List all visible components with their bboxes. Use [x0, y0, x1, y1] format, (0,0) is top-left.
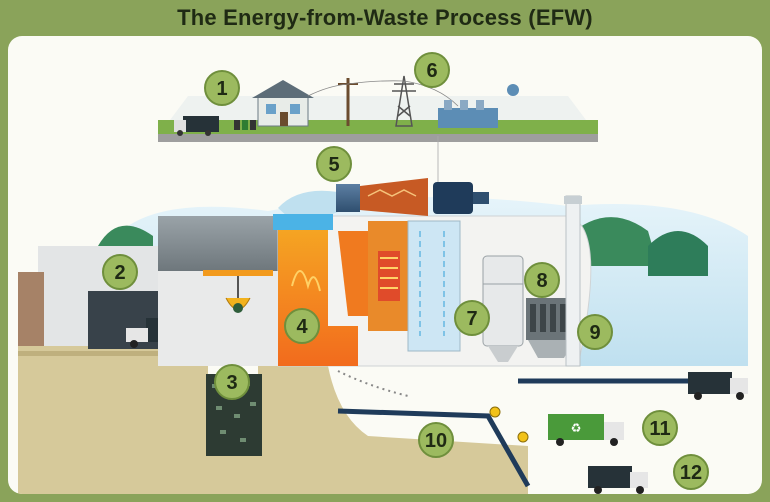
steam-turbine	[273, 178, 489, 230]
diagram-canvas: ♻ 1 6 5 2 3 4	[8, 36, 762, 494]
efw-illustration: ♻ 1 6 5 2 3 4	[18, 52, 748, 494]
svg-text:8: 8	[536, 270, 547, 292]
svg-text:6: 6	[426, 60, 437, 82]
svg-text:11: 11	[649, 418, 670, 440]
step-badge-10: 10	[418, 422, 454, 458]
svg-text:1: 1	[216, 78, 227, 100]
community-strip	[158, 75, 598, 206]
svg-text:12: 12	[680, 462, 702, 484]
svg-text:2: 2	[114, 262, 125, 284]
step-badge-4: 4	[284, 308, 320, 344]
step-badge-5: 5	[316, 146, 352, 182]
svg-text:5: 5	[328, 154, 339, 176]
garbage-bins-icon	[234, 120, 256, 130]
ash-truck-bottom-icon	[588, 466, 648, 494]
scrubber	[482, 255, 524, 362]
svg-text:10: 10	[425, 430, 447, 452]
step-badges: 1 6 5 2 3 4 7 8 9 10 11 12	[102, 52, 709, 490]
substation-icon	[438, 84, 519, 128]
step-badge-9: 9	[577, 314, 613, 350]
transmission-tower-icon	[392, 75, 416, 127]
crane-grab-icon	[225, 276, 251, 313]
step-badge-11: 11	[642, 410, 678, 446]
step-badge-6: 6	[414, 52, 450, 88]
svg-text:9: 9	[589, 322, 600, 344]
step-badge-7: 7	[454, 300, 490, 336]
svg-text:4: 4	[296, 316, 308, 338]
svg-text:3: 3	[226, 372, 237, 394]
boiler	[368, 220, 461, 352]
ash-conveyor	[337, 370, 688, 488]
ground	[18, 346, 528, 494]
recycling-truck-icon: ♻	[548, 414, 624, 446]
ash-truck-top-icon	[688, 372, 748, 400]
svg-text:7: 7	[466, 308, 477, 330]
diagram-title: The Energy-from-Waste Process (EFW)	[177, 5, 593, 30]
svg-text:♻: ♻	[571, 421, 582, 435]
step-badge-12: 12	[673, 454, 709, 490]
furnace	[278, 226, 368, 366]
chimney-stack	[564, 195, 582, 367]
step-badge-2: 2	[102, 254, 138, 290]
metals-recovery: ♻	[489, 406, 624, 446]
step-badge-1: 1	[204, 70, 240, 106]
collection-truck-icon	[174, 116, 219, 136]
house-icon	[252, 80, 314, 127]
step-badge-3: 3	[214, 364, 250, 400]
title-bar: The Energy-from-Waste Process (EFW)	[0, 0, 770, 36]
step-badge-8: 8	[524, 262, 560, 298]
